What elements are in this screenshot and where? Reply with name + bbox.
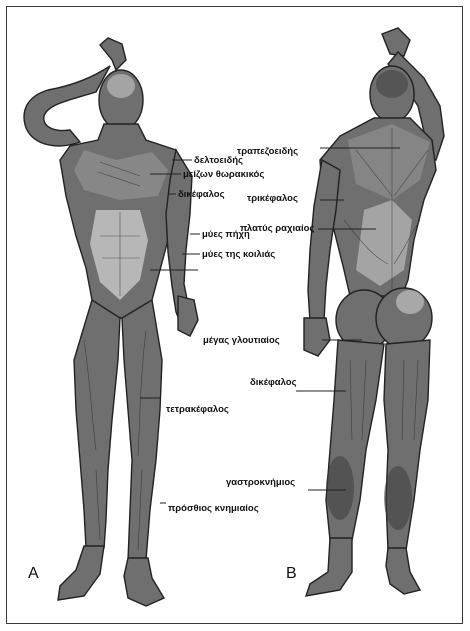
back-figure [304, 28, 444, 596]
front-left-leg [74, 300, 120, 548]
label-biceps-front: δικέφαλος [178, 189, 225, 200]
front-figure [24, 38, 198, 606]
front-raised-hand [100, 38, 126, 70]
front-left-foot [58, 546, 104, 600]
back-hanging-arm [308, 160, 340, 322]
front-hand [178, 296, 198, 336]
label-hamstring-biceps: δικέφαλος [250, 377, 297, 388]
back-fist [304, 318, 330, 356]
panel-label-b: B [286, 565, 297, 582]
label-abdominal-muscles: μύες της κοιλιάς [202, 249, 275, 260]
back-raised-hand [382, 28, 410, 56]
label-gluteus-maximus: μέγας γλουτιαίος [203, 335, 280, 346]
label-quadriceps: τετρακέφαλος [166, 404, 229, 415]
label-gastrocnemius: γαστροκνήμιος [226, 477, 295, 488]
panel-label-a: A [28, 565, 39, 582]
label-triceps: τρικέφαλος [247, 193, 298, 204]
front-right-leg [122, 300, 162, 560]
label-latissimus-dorsi: πλατύς ραχιαίος [240, 223, 314, 234]
back-right-foot [386, 548, 420, 594]
label-trapezius: τραπεζοειδής [237, 146, 298, 157]
back-left-foot [306, 538, 352, 596]
front-right-foot [124, 558, 164, 606]
back-left-calf [326, 456, 354, 520]
label-tibialis-anterior: πρόσθιος κνημιαίος [168, 503, 259, 514]
back-right-calf [384, 466, 412, 530]
label-deltoid: δελτοειδής [194, 155, 243, 166]
label-pectoralis-major: μείζων θωρακικός [183, 169, 264, 180]
front-raised-arm [24, 66, 110, 146]
